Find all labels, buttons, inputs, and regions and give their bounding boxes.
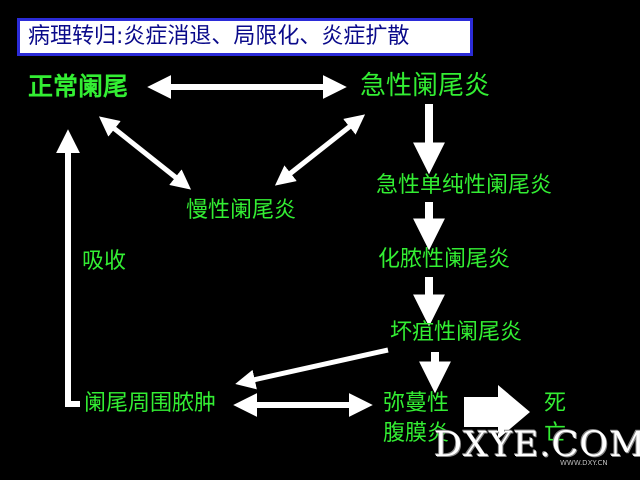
node-death-line1: 死 bbox=[544, 391, 567, 416]
arrow-normal-chronic bbox=[98, 116, 192, 190]
page-title: 病理转归:炎症消退、局限化、炎症扩散 bbox=[17, 18, 473, 56]
node-chronic-appendicitis: 慢性阑尾炎 bbox=[186, 198, 297, 223]
node-absorption: 吸收 bbox=[82, 249, 127, 274]
node-peritonitis-line2: 腹膜炎 bbox=[383, 421, 450, 446]
node-suppurative-appendicitis: 化脓性阑尾炎 bbox=[378, 247, 511, 272]
arrow-absorb-path bbox=[56, 129, 80, 407]
node-death-line2: 亡 bbox=[544, 421, 567, 446]
watermark-logo: DXYE.COM bbox=[434, 425, 640, 465]
node-periappendiceal-abscess: 阑尾周围脓肿 bbox=[84, 391, 217, 416]
arrow-peritonitis-death bbox=[464, 385, 530, 439]
node-gangrenous-appendicitis: 坏疽性阑尾炎 bbox=[390, 320, 523, 345]
node-acute-appendicitis: 急性阑尾炎 bbox=[360, 71, 491, 101]
node-acute-simple-appendicitis: 急性单纯性阑尾炎 bbox=[376, 173, 553, 198]
node-normal-appendix: 正常阑尾 bbox=[28, 72, 129, 101]
node-peritonitis-line1: 弥蔓性 bbox=[383, 391, 450, 416]
arrow-gangrenous-abscess bbox=[235, 347, 389, 390]
arrow-acute-chronic bbox=[274, 114, 366, 186]
watermark-url: WWW.DXY.CN bbox=[560, 459, 608, 467]
